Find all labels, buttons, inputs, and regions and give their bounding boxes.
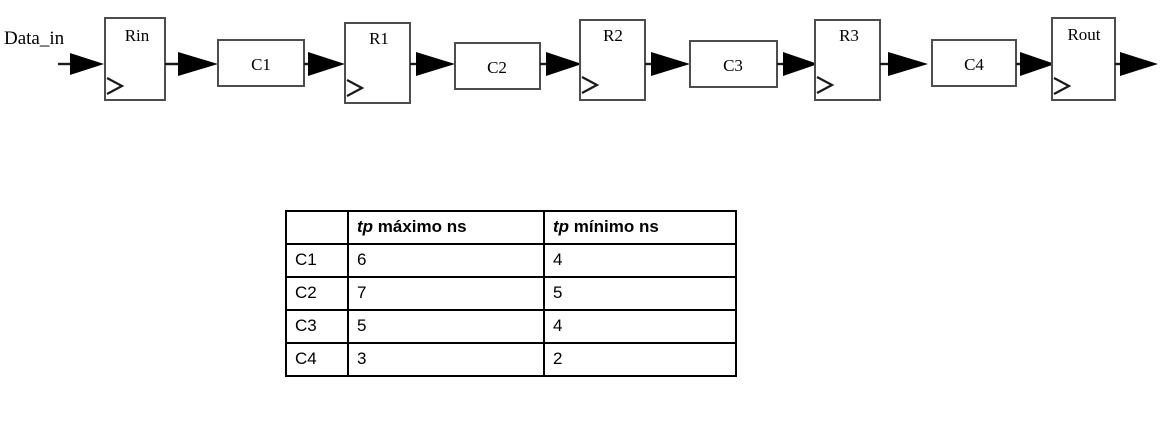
tp-header-max-rest: máximo ns bbox=[373, 217, 467, 236]
arrowhead-c3-r3 bbox=[783, 52, 818, 76]
pipeline-diagram: Data_in Rin C1 R1 bbox=[0, 0, 1165, 130]
arrowhead-r2-c3 bbox=[651, 52, 690, 76]
arrowhead-c4-rout bbox=[1020, 52, 1055, 76]
arrowhead-r3-c4 bbox=[888, 52, 928, 76]
pipeline-diagram-svg: Data_in Rin C1 R1 bbox=[4, 17, 1158, 104]
cell-c1-max: 6 bbox=[347, 243, 545, 278]
stage-register-rout: Rout bbox=[1051, 17, 1116, 101]
arrowhead-rin-c1 bbox=[178, 52, 218, 76]
register-box-r1 bbox=[344, 22, 411, 104]
combinational-box-c1 bbox=[217, 39, 305, 87]
arrowhead-c1-r1 bbox=[308, 52, 345, 76]
clock-triangle-icon-r2 bbox=[581, 76, 600, 94]
propagation-delay-table: tp máximo ns tp mínimo ns C1 6 4 C2 7 5 … bbox=[285, 210, 737, 377]
table-row: C4 3 2 bbox=[285, 342, 737, 377]
table-corner-cell bbox=[285, 210, 349, 245]
arrowhead-c2-r2 bbox=[546, 52, 582, 76]
tp-symbol-min: tp bbox=[553, 217, 570, 236]
table-header-max: tp máximo ns bbox=[347, 210, 545, 245]
register-box-r3 bbox=[814, 19, 881, 101]
stage-register-r3: R3 bbox=[814, 19, 881, 101]
table-row: C3 5 4 bbox=[285, 309, 737, 344]
data-in-label: Data_in bbox=[4, 28, 65, 49]
register-label-r3: R3 bbox=[839, 26, 859, 45]
combinational-box-c2 bbox=[454, 42, 541, 90]
combinational-box-c3 bbox=[689, 40, 778, 88]
cell-c4-min: 2 bbox=[543, 342, 737, 377]
stage-combinational-c2: C2 bbox=[454, 42, 541, 90]
cell-c2-max: 7 bbox=[347, 276, 545, 311]
combinational-label-c3: C3 bbox=[723, 56, 743, 75]
register-label-rout: Rout bbox=[1067, 25, 1100, 44]
stage-register-r2: R2 bbox=[579, 19, 646, 101]
row-label-c3: C3 bbox=[285, 309, 349, 344]
cell-c3-min: 4 bbox=[543, 309, 737, 344]
cell-c3-max: 5 bbox=[347, 309, 545, 344]
combinational-label-c2: C2 bbox=[487, 58, 507, 77]
stage-combinational-c4: C4 bbox=[931, 39, 1017, 87]
cell-c4-max: 3 bbox=[347, 342, 545, 377]
combinational-label-c4: C4 bbox=[964, 55, 984, 74]
combinational-label-c1: C1 bbox=[251, 55, 271, 74]
clock-triangle-icon-r1 bbox=[346, 79, 365, 97]
stage-combinational-c1: C1 bbox=[217, 39, 305, 87]
stage-register-r1: R1 bbox=[344, 22, 411, 104]
row-label-c4: C4 bbox=[285, 342, 349, 377]
arrowhead-in-rin bbox=[70, 53, 104, 75]
clock-triangle-icon-rin bbox=[106, 77, 125, 95]
row-label-c1: C1 bbox=[285, 243, 349, 278]
clock-triangle-icon-r3 bbox=[816, 76, 835, 94]
clock-triangle-icon-rout bbox=[1053, 77, 1072, 95]
arrowhead-output bbox=[1120, 52, 1158, 76]
arrowhead-r1-c2 bbox=[416, 52, 455, 76]
stage-combinational-c3: C3 bbox=[689, 40, 778, 88]
table-header-min: tp mínimo ns bbox=[543, 210, 737, 245]
tp-symbol-max: tp bbox=[357, 217, 374, 236]
row-label-c2: C2 bbox=[285, 276, 349, 311]
register-box-rout bbox=[1051, 17, 1116, 101]
register-box-r2 bbox=[579, 19, 646, 101]
cell-c2-min: 5 bbox=[543, 276, 737, 311]
stage-register-rin: Rin bbox=[104, 17, 166, 101]
register-label-rin: Rin bbox=[125, 26, 150, 45]
propagation-delay-table-wrapper: tp máximo ns tp mínimo ns C1 6 4 C2 7 5 … bbox=[285, 210, 737, 377]
table-row: C2 7 5 bbox=[285, 276, 737, 311]
cell-c1-min: 4 bbox=[543, 243, 737, 278]
tp-header-min-rest: mínimo ns bbox=[569, 217, 659, 236]
register-box-rin bbox=[104, 17, 166, 101]
table-row: C1 6 4 bbox=[285, 243, 737, 278]
table-header-row: tp máximo ns tp mínimo ns bbox=[285, 210, 737, 245]
register-label-r1: R1 bbox=[369, 29, 389, 48]
register-label-r2: R2 bbox=[603, 26, 623, 45]
